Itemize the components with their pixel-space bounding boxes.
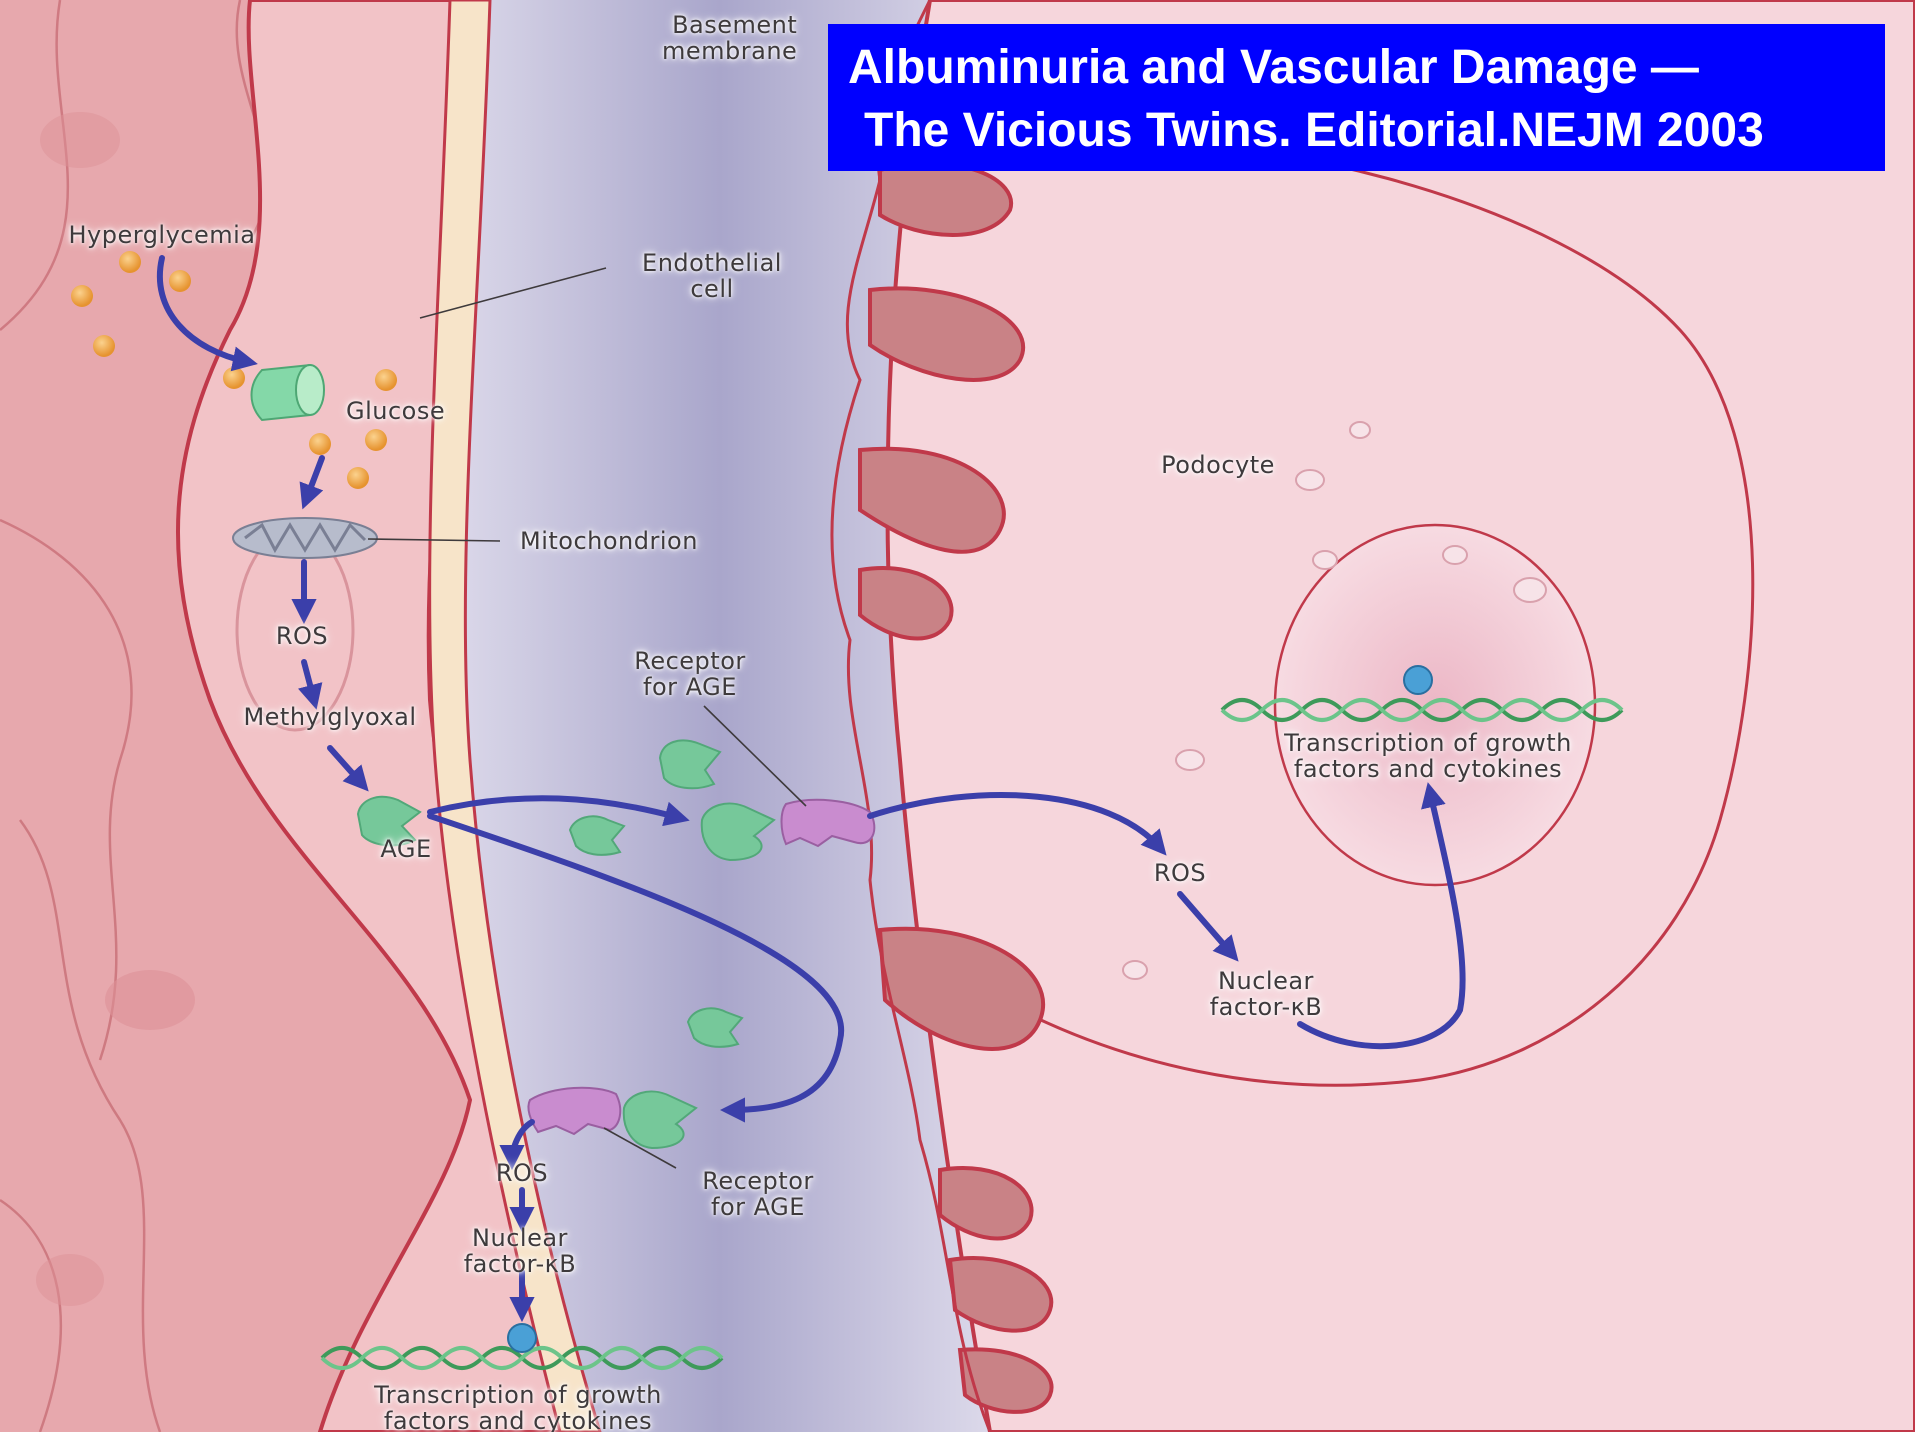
label-transcription-podocyte: Transcription of growth factors and cyto… xyxy=(1284,730,1572,782)
label-glucose: Glucose xyxy=(346,398,445,424)
label-receptor-age-endothelial-line2: for AGE xyxy=(702,1194,814,1220)
label-receptor-age-endothelial-line1: Receptor xyxy=(702,1168,814,1194)
label-methylglyoxal-text: Methylglyoxal xyxy=(243,703,416,731)
label-podocyte: Podocyte xyxy=(1161,452,1275,478)
label-ros-lower: ROS xyxy=(496,1160,548,1186)
label-endothelial-cell-line1: Endothelial xyxy=(642,250,782,276)
label-glucose-text: Glucose xyxy=(346,397,445,425)
title-line-2: The Vicious Twins. Editorial.NEJM 2003 xyxy=(848,99,1885,162)
label-nfkb-lower: Nuclear factor-κB xyxy=(464,1225,577,1277)
nfkb-binding-endothelial xyxy=(508,1324,536,1352)
label-ros-lower-text: ROS xyxy=(496,1159,548,1187)
mitochondrion xyxy=(233,518,377,558)
nfkb-binding-podocyte xyxy=(1404,666,1432,694)
label-hyperglycemia: Hyperglycemia xyxy=(68,222,255,248)
label-transcription-lower: Transcription of growth factors and cyto… xyxy=(374,1382,662,1432)
label-receptor-age-podocyte: Receptor for AGE xyxy=(634,648,746,700)
label-receptor-age-podocyte-line2: for AGE xyxy=(634,674,746,700)
label-hyperglycemia-text: Hyperglycemia xyxy=(68,221,255,249)
label-nfkb-lower-line1: Nuclear xyxy=(464,1225,577,1251)
title-line-1: Albuminuria and Vascular Damage — xyxy=(848,36,1885,99)
glucose-transporter xyxy=(252,365,325,420)
label-transcription-podocyte-line2: factors and cytokines xyxy=(1284,756,1572,782)
label-nfkb-podocyte-line1: Nuclear xyxy=(1210,968,1323,994)
label-nfkb-podocyte: Nuclear factor-κB xyxy=(1210,968,1323,1020)
label-basement-membrane-line1: Basement xyxy=(662,12,797,38)
label-methylglyoxal: Methylglyoxal xyxy=(243,704,416,730)
label-transcription-lower-line2: factors and cytokines xyxy=(374,1408,662,1432)
label-receptor-age-endothelial: Receptor for AGE xyxy=(702,1168,814,1220)
label-nfkb-lower-line2: factor-κB xyxy=(464,1251,577,1277)
label-endothelial-cell-line2: cell xyxy=(642,276,782,302)
label-basement-membrane: Basement membrane xyxy=(662,12,797,64)
title-banner: Albuminuria and Vascular Damage — The Vi… xyxy=(828,24,1885,171)
label-mitochondrion-text: Mitochondrion xyxy=(520,527,698,555)
receptor-age-podocyte-shape xyxy=(782,800,875,846)
label-ros-podocyte-text: ROS xyxy=(1154,859,1206,887)
label-endothelial-cell: Endothelial cell xyxy=(642,250,782,302)
label-basement-membrane-line2: membrane xyxy=(662,38,797,64)
label-transcription-lower-line1: Transcription of growth xyxy=(374,1382,662,1408)
receptor-age-endothelial-shape xyxy=(528,1088,620,1134)
label-nfkb-podocyte-line2: factor-κB xyxy=(1210,994,1323,1020)
label-age: AGE xyxy=(380,836,431,862)
label-podocyte-text: Podocyte xyxy=(1161,451,1275,479)
label-ros-endothelial: ROS xyxy=(276,623,328,649)
label-receptor-age-podocyte-line1: Receptor xyxy=(634,648,746,674)
label-mitochondrion: Mitochondrion xyxy=(520,528,698,554)
label-age-text: AGE xyxy=(380,835,431,863)
label-ros-endothelial-text: ROS xyxy=(276,622,328,650)
label-ros-podocyte: ROS xyxy=(1154,860,1206,886)
label-transcription-podocyte-line1: Transcription of growth xyxy=(1284,730,1572,756)
